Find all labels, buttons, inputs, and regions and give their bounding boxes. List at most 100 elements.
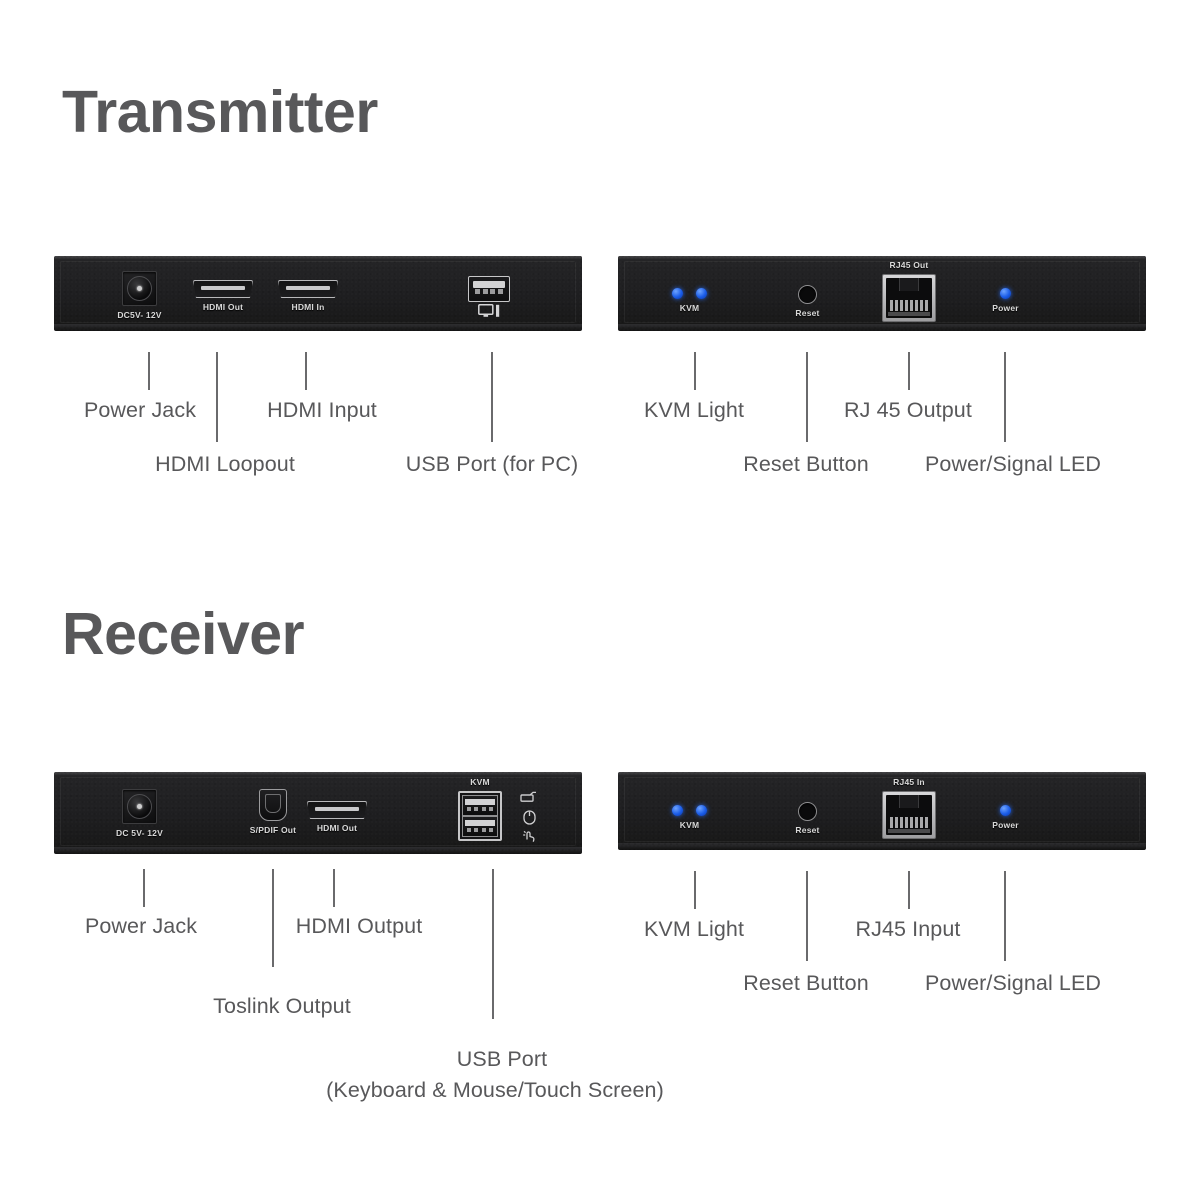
section-title-transmitter: Transmitter <box>62 79 378 145</box>
dc-center-pin <box>137 804 142 809</box>
kvm-led-1 <box>672 288 683 299</box>
rj45-floor <box>888 829 930 833</box>
silkscreen-hdmi-in-label: HDMI In <box>291 302 325 312</box>
rj45-jack <box>882 791 936 839</box>
hdmi-out-port[interactable]: HDMI Out <box>193 280 253 312</box>
leader-line-hdmi-input <box>305 352 307 390</box>
callout-rj45-input: RJ45 Input <box>855 917 961 941</box>
rj45-latch-slot <box>899 795 919 808</box>
callout-power-jack: Power Jack <box>84 914 198 938</box>
leader-line-usb-port-pc <box>491 352 493 442</box>
leader-line-reset-button <box>806 871 808 961</box>
usb-slot-top <box>462 795 498 816</box>
leader-line-kvm-light <box>694 871 696 909</box>
kvm-leds <box>672 805 707 816</box>
kvm-leds <box>672 288 707 299</box>
leader-line-power-jack <box>143 869 145 907</box>
silkscreen-dc-label: DC5V- 12V <box>117 310 162 320</box>
silkscreen-kvm-label: KVM <box>470 777 490 787</box>
silkscreen-dc-label: DC 5V- 12V <box>116 828 163 838</box>
callout-hdmi-input: HDMI Input <box>267 398 377 422</box>
kvm-led-group: KVM <box>672 288 707 313</box>
dc-jack-body <box>122 271 157 306</box>
hdmi-out-port[interactable]: HDMI Out <box>307 801 367 833</box>
callout-reset-button: Reset Button <box>743 452 869 476</box>
hdmi-in-port[interactable]: HDMI In <box>278 280 338 312</box>
rj45-out-port[interactable]: RJ45 Out <box>882 260 936 322</box>
rj45-contacts <box>890 817 928 828</box>
chassis-bottom-lip <box>54 324 582 331</box>
usb-slot-bottom <box>462 816 498 837</box>
reset-pinhole <box>798 285 817 304</box>
leader-line-reset-button <box>806 352 808 442</box>
leader-line-rj45-input <box>908 871 910 909</box>
rj45-in-port[interactable]: RJ45 In <box>882 777 936 839</box>
chassis-bottom-lip <box>618 843 1146 850</box>
callout-power-signal-led: Power/Signal LED <box>924 971 1102 995</box>
silkscreen-hdmi-out-label: HDMI Out <box>316 823 358 833</box>
hdmi-connector-shape <box>307 801 367 819</box>
dc-jack-body <box>122 789 157 824</box>
leader-line-power-jack <box>148 352 150 390</box>
usb-a-connector <box>468 276 510 302</box>
silkscreen-reset-label: Reset <box>795 308 820 318</box>
callout-rj45-output: RJ 45 Output <box>844 398 972 422</box>
silkscreen-reset-label: Reset <box>795 825 820 835</box>
callout-usb-port: USB Port <box>456 1047 548 1071</box>
rj45-cavity <box>886 278 932 318</box>
silkscreen-kvm-label: KVM <box>679 820 700 830</box>
monitor-icon <box>478 304 500 318</box>
rj45-jack <box>882 274 936 322</box>
callout-hdmi-output: HDMI Output <box>295 914 423 938</box>
usb-port-for-pc[interactable] <box>468 276 510 302</box>
kvm-usb-stack[interactable]: KVM <box>458 777 502 841</box>
kvm-led-2 <box>696 288 707 299</box>
power-led-indicator <box>1000 288 1011 299</box>
reset-button[interactable]: Reset <box>795 802 819 835</box>
chassis-bottom-lip <box>618 324 1146 331</box>
callout-hdmi-loopout: HDMI Loopout <box>155 452 295 476</box>
leader-line-hdmi-output <box>333 869 335 907</box>
silkscreen-hdmi-out-label: HDMI Out <box>202 302 244 312</box>
leader-line-kvm-light <box>694 352 696 390</box>
leader-line-power-signal-led <box>1004 871 1006 961</box>
keyboard-icon <box>520 791 537 803</box>
dc-barrel <box>127 276 152 301</box>
silkscreen-power-label: Power <box>992 820 1019 830</box>
power-led: Power <box>992 288 1019 313</box>
receiver-front-panel: DC 5V- 12V S/PDIF Out HDMI Out KVM <box>54 772 582 854</box>
callout-power-jack: Power Jack <box>83 398 197 422</box>
callout-kvm-light: KVM Light <box>643 398 745 422</box>
hdmi-connector-shape <box>278 280 338 298</box>
dc-power-jack[interactable]: DC5V- 12V <box>117 271 161 320</box>
section-title-receiver: Receiver <box>62 601 305 667</box>
dc-power-jack[interactable]: DC 5V- 12V <box>116 789 163 838</box>
power-led: Power <box>992 805 1019 830</box>
receiver-rear-panel: KVM Reset RJ45 In Power <box>618 772 1146 850</box>
leader-line-rj45-output <box>908 352 910 390</box>
power-led-indicator <box>1000 805 1011 816</box>
transmitter-rear-panel: KVM Reset RJ45 Out Power <box>618 256 1146 331</box>
dc-barrel <box>127 794 152 819</box>
callout-kvm-light: KVM Light <box>643 917 745 941</box>
silkscreen-power-label: Power <box>992 303 1019 313</box>
hdmi-connector-shape <box>193 280 253 298</box>
kvm-led-2 <box>696 805 707 816</box>
dual-usb-connector <box>458 791 502 841</box>
chassis-bottom-lip <box>54 847 582 854</box>
callout-toslink-output: Toslink Output <box>213 994 351 1018</box>
kvm-led-1 <box>672 805 683 816</box>
silkscreen-rj45-in-label: RJ45 In <box>893 777 925 787</box>
leader-line-power-signal-led <box>1004 352 1006 442</box>
spdif-toslink-port[interactable]: S/PDIF Out <box>250 789 296 835</box>
silkscreen-kvm-label: KVM <box>679 303 700 313</box>
rj45-contacts <box>890 300 928 311</box>
leader-line-usb-port <box>492 869 494 1019</box>
usb-tongue <box>473 281 505 288</box>
callout-usb-port-for-pc: USB Port (for PC) <box>405 452 579 476</box>
reset-button[interactable]: Reset <box>795 285 819 318</box>
mouse-icon <box>523 810 536 825</box>
silkscreen-spdif-label: S/PDIF Out <box>249 825 297 835</box>
callout-reset-button: Reset Button <box>743 971 869 995</box>
